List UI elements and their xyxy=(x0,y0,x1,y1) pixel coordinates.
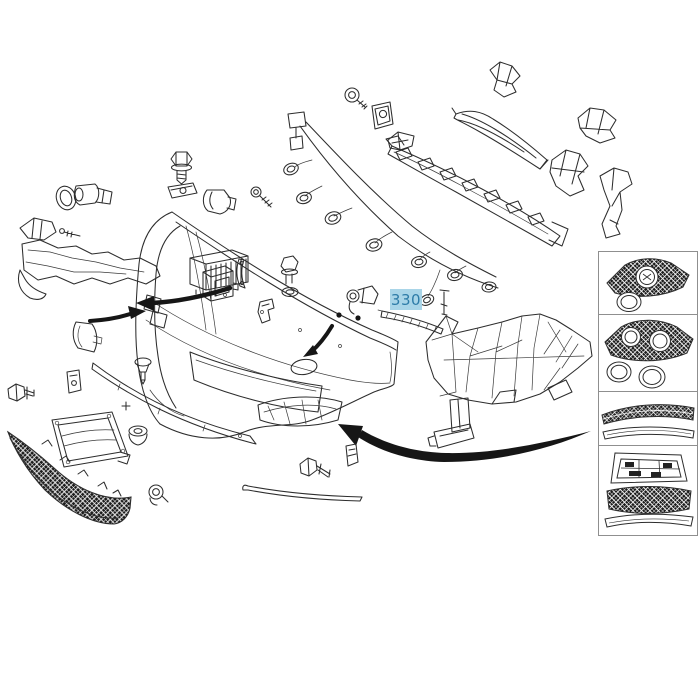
bracket-icon xyxy=(577,107,617,144)
bracket-icon xyxy=(489,61,521,98)
harness-connector-icon xyxy=(283,162,497,306)
lower-mesh-grille-icon xyxy=(6,430,132,525)
mesh-strip-with-trim-thumb[interactable] xyxy=(599,392,697,446)
cross-mark-icon xyxy=(121,401,131,411)
center-grille-set-thumb[interactable] xyxy=(599,446,697,535)
air-duct-bracket-icon xyxy=(427,397,475,449)
fog-grille-double-icon xyxy=(604,319,694,388)
bracket-icon xyxy=(549,149,589,197)
parking-sensor-icon xyxy=(202,189,237,215)
grommet-icon xyxy=(128,425,148,446)
foam-absorber-icon xyxy=(451,107,549,170)
strap-bracket-icon xyxy=(236,258,246,289)
bumper-carrier-icon xyxy=(425,313,593,405)
hex-bolt-icon xyxy=(170,151,193,185)
pin-clip-icon xyxy=(439,289,450,316)
mounting-plate-icon xyxy=(167,182,198,199)
small-sensor-icon xyxy=(148,484,169,506)
grille-variants-sidebar xyxy=(598,251,698,536)
arrow-icon xyxy=(88,285,591,462)
bolt-washer-icon xyxy=(280,255,299,298)
mesh-strip-icon xyxy=(601,403,695,440)
center-grille-set-icon xyxy=(604,451,694,528)
bracket-icon xyxy=(599,167,633,239)
retainer-clip-icon xyxy=(345,443,359,467)
fog-grille-with-two-rings-thumb[interactable] xyxy=(599,315,697,392)
bracket-icon xyxy=(66,369,82,394)
push-rivet-icon xyxy=(134,357,152,385)
hex-bolt-icon xyxy=(7,383,35,402)
parking-sensor-icon xyxy=(73,183,113,206)
radar-sensor-icon xyxy=(202,265,239,302)
crash-bar-icon xyxy=(385,135,569,247)
push-pin-icon xyxy=(344,87,368,110)
bumper-fascia-icon xyxy=(135,211,399,439)
headlamp-washer-bracket-icon xyxy=(17,217,161,300)
part-number-callout-330[interactable]: 330 xyxy=(390,289,422,310)
retainer-clip-icon xyxy=(387,131,415,151)
trim-strip-icon xyxy=(242,484,363,502)
wiring-harness-icon xyxy=(283,111,499,306)
trim-strip-330-icon xyxy=(377,309,444,335)
cover-flap-icon xyxy=(72,321,103,353)
hex-bolt-icon xyxy=(299,457,331,478)
fog-grille-with-ring-thumb[interactable] xyxy=(599,252,697,315)
screw-icon xyxy=(250,186,273,208)
fog-grille-single-icon xyxy=(606,257,690,312)
l-bracket-icon xyxy=(257,298,275,324)
license-plate-bracket-icon xyxy=(51,411,131,468)
clip-nut-icon xyxy=(371,101,394,130)
washer-nozzle-icon xyxy=(336,285,379,321)
trim-strip-icon xyxy=(91,362,257,445)
